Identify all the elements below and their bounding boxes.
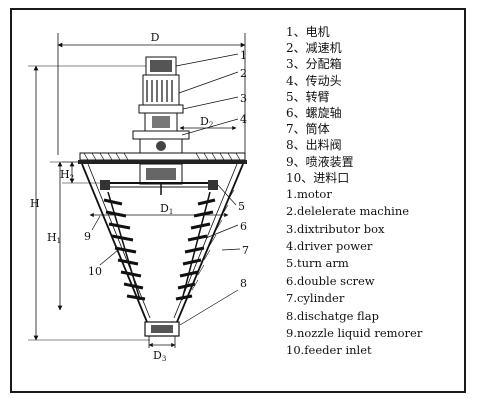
dim-label-h1: H1: [47, 231, 61, 245]
legend-zh-item: 3、分配箱: [286, 57, 342, 72]
legend-en-item: 1.motor: [286, 186, 332, 201]
dimension-h: H: [28, 65, 150, 341]
legend-zh-item: 7、筒体: [286, 122, 330, 137]
callout-4: 4: [240, 113, 247, 126]
legend-zh-item: 2、减速机: [286, 41, 342, 56]
turn-arm: [100, 180, 218, 190]
right-screw: [175, 191, 216, 301]
legend-zh-item: 1、电机: [286, 25, 330, 39]
legend-en-item: 9.nozzle liquid remorer: [286, 326, 423, 340]
legend-en-item: 5.turn arm: [286, 256, 349, 271]
motor-assembly: [132, 56, 190, 154]
legend-en-item: 2.delelerate machine: [286, 204, 410, 219]
callout-5: 5: [238, 200, 245, 213]
legend-en-item: 8.dischatge flap: [286, 308, 379, 323]
dim-label-d: D: [151, 31, 160, 44]
callout-3: 3: [240, 92, 247, 105]
dimension-h1: H1: [47, 161, 78, 311]
parts-legend: 1、电机 2、减速机 3、分配箱 4、传动头 5、转臂 6、螺旋轴 7、筒体 8…: [286, 24, 466, 360]
dim-label-d3: D3: [153, 349, 166, 363]
legend-en-item: 7.cylinder: [286, 291, 345, 306]
legend-en-item: 6.double screw: [286, 273, 375, 288]
legend-zh-item: 5、转臂: [286, 89, 330, 104]
dim-label-d1: D1: [160, 202, 173, 216]
dim-label-h: H: [30, 197, 40, 210]
discharge-flap: [144, 321, 180, 348]
callout-6: 6: [240, 220, 247, 233]
top-cover: [78, 152, 247, 195]
legend-en-item: 10.feeder inlet: [286, 343, 372, 358]
legend-zh-item: 10、进料口: [286, 170, 350, 185]
legend-en-item: 4.driver power: [286, 239, 373, 254]
leader-lines: [91, 53, 241, 326]
legend-zh-item: 4、传动头: [286, 73, 342, 88]
callout-7: 7: [242, 244, 249, 257]
callout-numbers: 1 2 3 4 5 6 7 8 9 10: [84, 49, 249, 290]
dimension-d3: D3: [148, 342, 176, 363]
left-screw: [103, 191, 146, 301]
dimension-d: D: [57, 31, 246, 155]
legend-zh-item: 6、螺旋轴: [286, 105, 342, 120]
callout-9: 9: [84, 230, 91, 243]
legend-zh-item: 9、喷液装置: [286, 154, 354, 169]
legend-zh-item: 8、出料阀: [286, 138, 342, 153]
callout-10: 10: [88, 265, 102, 278]
callout-2: 2: [240, 67, 247, 80]
callout-1: 1: [240, 49, 247, 62]
callout-8: 8: [240, 277, 247, 290]
legend-en-item: 3.dixtributor box: [286, 221, 385, 236]
